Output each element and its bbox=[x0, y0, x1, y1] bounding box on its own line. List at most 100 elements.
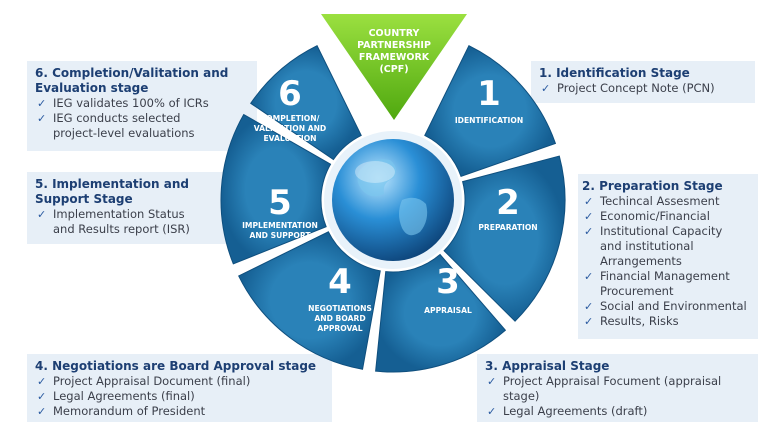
panel-item: ✓ Social and Environmental bbox=[582, 299, 750, 314]
stage-number: 2 bbox=[496, 183, 520, 223]
cpf-label-line: FRAMEWORK bbox=[359, 52, 430, 63]
stage-label: AND BOARD bbox=[314, 314, 365, 323]
panel-item-text: Arrangements bbox=[600, 254, 682, 268]
cpf-label-line: COUNTRY bbox=[369, 28, 420, 39]
panel-item-text: IEG conducts selected bbox=[53, 111, 181, 125]
panel-item-text: Institutional Capacity bbox=[600, 224, 723, 238]
check-icon: ✓ bbox=[37, 112, 47, 125]
check-icon: ✓ bbox=[37, 97, 47, 110]
check-icon: ✓ bbox=[37, 375, 47, 388]
check-icon: ✓ bbox=[541, 82, 551, 95]
panel-item-text: and Results report (ISR) bbox=[53, 222, 190, 236]
panel-appraisal-stage: 3. Appraisal Stage ✓ Project Appraisal Foc… bbox=[477, 354, 758, 422]
panel-title: Evaluation stage bbox=[35, 81, 149, 95]
stage-segment-3 bbox=[375, 253, 507, 373]
check-icon: ✓ bbox=[584, 270, 594, 283]
check-icon: ✓ bbox=[487, 405, 497, 418]
panel-item-text: stage) bbox=[503, 389, 540, 403]
globe-continent-icon bbox=[357, 159, 397, 197]
panel-item-text: IEG validates 100% of ICRs bbox=[53, 96, 209, 110]
stage-label: APPROVAL bbox=[317, 324, 362, 333]
check-icon: ✓ bbox=[584, 300, 594, 313]
stage-number: 4 bbox=[328, 262, 352, 302]
panel-title: 4. Negotiations are Board Approval stage bbox=[35, 359, 317, 373]
panel-item-text: Legal Agreements (draft) bbox=[503, 404, 648, 418]
stage-segment-6 bbox=[250, 45, 362, 161]
panel-title: Support Stage bbox=[35, 192, 133, 206]
panel-item-text: Project Appraisal Focument (appraisal bbox=[503, 374, 722, 388]
panel-item-text: Legal Agreements (final) bbox=[53, 389, 195, 403]
check-icon: ✓ bbox=[37, 390, 47, 403]
panel-preparation-stage: 2. Preparation Stage ✓ Techincal Assesment… bbox=[578, 174, 758, 339]
panel-identification-stage: 1. Identification Stage ✓ Project Concept … bbox=[531, 61, 755, 103]
cpf-arrow-icon bbox=[321, 14, 467, 120]
panel-item: ✓ Techincal Assesment bbox=[582, 194, 750, 209]
panel-title: 1. Identification Stage bbox=[539, 66, 690, 80]
check-icon: ✓ bbox=[37, 405, 47, 418]
panel-title: 5. Implementation and bbox=[35, 177, 189, 191]
globe-icon bbox=[332, 139, 454, 261]
panel-title: 2. Preparation Stage bbox=[582, 179, 723, 193]
stage-segment-4 bbox=[238, 231, 381, 370]
stage-number: 5 bbox=[268, 183, 292, 223]
panel-title: 3. Appraisal Stage bbox=[485, 359, 610, 373]
globe-highlight bbox=[355, 161, 395, 183]
stage-number: 3 bbox=[436, 262, 460, 302]
stage-label: PREPARATION bbox=[478, 223, 537, 232]
panel-item-text: Project Concept Note (PCN) bbox=[557, 81, 715, 95]
panel-item-text: Implementation Status bbox=[53, 207, 185, 221]
panel-item-text: Techincal Assesment bbox=[600, 194, 720, 208]
stage-segment-5 bbox=[220, 113, 332, 265]
panel-item-text: Procurement bbox=[600, 284, 674, 298]
cpf-label-line: PARTNERSHIP bbox=[357, 40, 431, 51]
panel-item-text: project-level evaluations bbox=[53, 126, 195, 140]
panel-item: ✓ IEG validates 100% of ICRs bbox=[35, 96, 249, 111]
stage-label: IDENTIFICATION bbox=[455, 116, 523, 125]
panel-item: ✓ Economic/Financial bbox=[582, 209, 750, 224]
panel-item-text: Memorandum of President bbox=[53, 404, 206, 418]
panel-item: ✓ Project Appraisal Document (final) bbox=[35, 374, 324, 389]
panel-title: 6. Completion/Valitation and bbox=[35, 66, 229, 80]
stage-label: VALIDATION AND bbox=[254, 124, 327, 133]
stage-label: EVALUATION bbox=[263, 134, 316, 143]
stage-segment-2 bbox=[443, 155, 566, 322]
stage-label: APPRAISAL bbox=[424, 306, 472, 315]
panel-item: ✓ Legal Agreements (final) bbox=[35, 389, 324, 404]
stage-label: AND SUPPORT bbox=[249, 231, 311, 240]
check-icon: ✓ bbox=[584, 315, 594, 328]
panel-item-text: and institutional bbox=[600, 239, 694, 253]
cpf-label-line: (CPF) bbox=[379, 64, 408, 75]
panel-item-text: Project Appraisal Document (final) bbox=[53, 374, 251, 388]
panel-item: ✓ Memorandum of President bbox=[35, 404, 324, 419]
stage-segment-1 bbox=[424, 45, 557, 177]
check-icon: ✓ bbox=[584, 195, 594, 208]
check-icon: ✓ bbox=[37, 208, 47, 221]
panel-item-text: Economic/Financial bbox=[600, 209, 710, 223]
panel-item-text: Results, Risks bbox=[600, 314, 679, 328]
stage-label: COMPLETION/ bbox=[261, 114, 320, 123]
stage-number: 6 bbox=[278, 74, 302, 114]
panel-item-text: Social and Environmental bbox=[600, 299, 747, 313]
globe-continent-icon bbox=[399, 197, 428, 236]
panel-item: ✓ Results, Risks bbox=[582, 314, 750, 329]
check-icon: ✓ bbox=[584, 210, 594, 223]
panel-item: ✓ Legal Agreements (draft) bbox=[485, 404, 750, 419]
stage-label: NEGOTIATIONS bbox=[308, 304, 372, 313]
check-icon: ✓ bbox=[487, 375, 497, 388]
stage-segments bbox=[220, 45, 566, 373]
stage-number: 1 bbox=[477, 74, 501, 114]
stage-label: IMPLEMENTATION bbox=[242, 221, 318, 230]
panel-negotiations-stage: 4. Negotiations are Board Approval stage… bbox=[27, 354, 332, 422]
check-icon: ✓ bbox=[584, 225, 594, 238]
panel-item: ✓ Project Concept Note (PCN) bbox=[539, 81, 747, 96]
